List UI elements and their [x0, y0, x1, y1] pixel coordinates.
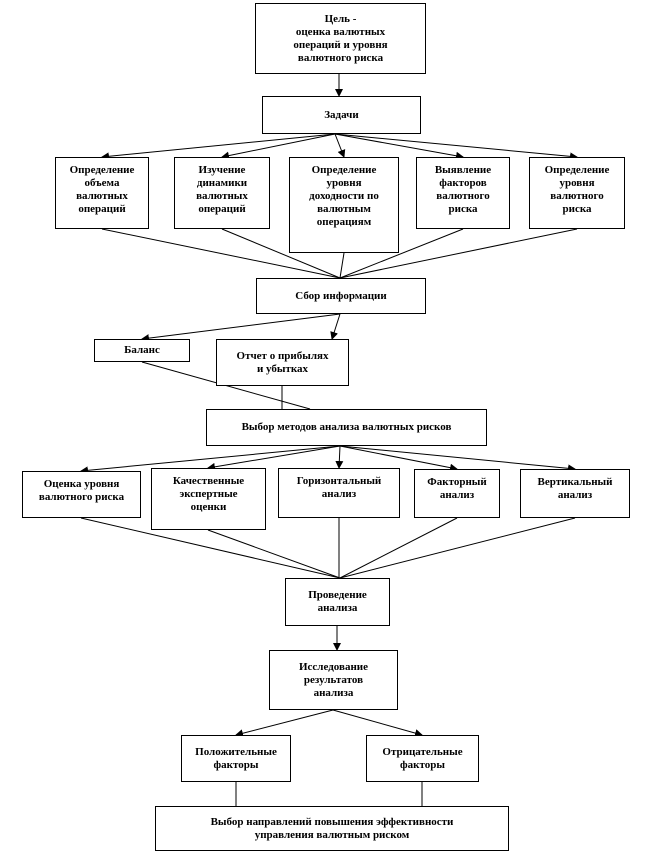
method-box-vertical: Вертикальный анализ [520, 469, 630, 518]
connector-tasks-to-t5 [334, 133, 578, 161]
connector-research-to-neg [332, 709, 423, 737]
connector-tasks-to-t3 [334, 133, 346, 158]
task-box-volume: Определение объема валютных операций [55, 157, 149, 229]
task-box-dynamics: Изучение динамики валютных операций [174, 157, 270, 229]
method-box-risk-level: Оценка уровня валютного риска [22, 471, 141, 518]
method-box-expert: Качественные экспертные оценки [151, 468, 266, 530]
connector-tasks-to-t2 [221, 133, 336, 160]
connector-m2-to-analysis [207, 529, 341, 579]
source-balance-box: Баланс [94, 339, 190, 362]
method-box-factor: Факторный анализ [414, 469, 500, 518]
connector-t5-to-info [339, 228, 578, 279]
goal-box: Цель - оценка валютных операций и уровня… [255, 3, 426, 74]
analysis-box: Проведение анализа [285, 578, 390, 626]
connector-info-to-balance [141, 313, 341, 343]
connector-method-to-m2 [207, 445, 341, 471]
final-choice-box: Выбор направлений повышения эффективност… [155, 806, 509, 851]
negative-factors-box: Отрицательные факторы [366, 735, 479, 782]
connector-m4-to-analysis [339, 517, 458, 579]
tasks-box: Задачи [262, 96, 421, 134]
task-box-profitability: Определение уровня доходности по валютны… [289, 157, 399, 253]
info-collection-box: Сбор информации [256, 278, 426, 314]
task-box-risk-level: Определение уровня валютного риска [529, 157, 625, 229]
connector-method-to-m1 [80, 445, 341, 475]
source-report-box: Отчет о прибылях и убытках [216, 339, 349, 386]
connector-tasks-to-t1 [101, 133, 336, 161]
connector-method-to-m4 [339, 445, 458, 472]
connector-t1-to-info [101, 228, 341, 279]
connector-tasks-to-t4 [334, 133, 464, 160]
research-box: Исследование результатов анализа [269, 650, 398, 710]
method-selection-box: Выбор методов анализа валютных рисков [206, 409, 487, 446]
connector-t3-to-info [339, 252, 345, 279]
connector-t4-to-info [339, 228, 464, 279]
connector-m1-to-analysis [80, 517, 341, 579]
connector-method-to-m3 [335, 445, 344, 469]
connector-m5-to-analysis [339, 517, 576, 579]
connector-info-to-report [330, 313, 341, 340]
connector-research-to-pos [235, 709, 334, 738]
method-box-horizontal: Горизонтальный анализ [278, 468, 400, 518]
positive-factors-box: Положительные факторы [181, 735, 291, 782]
task-box-risk-factors: Выявление факторов валютного риска [416, 157, 510, 229]
connector-t2-to-info [221, 228, 341, 279]
connector-method-to-m5 [339, 445, 576, 473]
